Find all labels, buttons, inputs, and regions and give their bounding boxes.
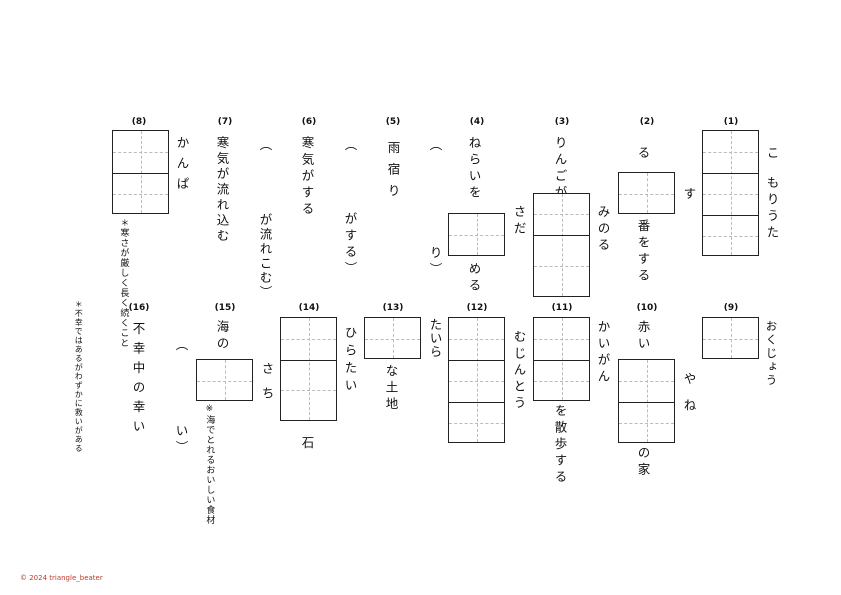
q2-suffix: 番をする: [635, 219, 651, 285]
q8-answer-box[interactable]: [112, 130, 169, 214]
q3-number: (3): [554, 117, 570, 127]
q9-answer-box[interactable]: [702, 317, 759, 359]
copyright-notice: © 2024 triangle_beater: [20, 574, 103, 582]
q14-suffix: 石: [299, 436, 315, 453]
q11-suffix: を散歩する: [552, 404, 568, 487]
q8-number: (8): [131, 117, 147, 127]
q6-paren-close: がする）: [342, 212, 358, 278]
q11-answer-box[interactable]: [533, 317, 590, 401]
q1-prefix: こ: [764, 146, 780, 163]
q14-reading: ひらたい: [342, 326, 358, 396]
q12-reading: むじんとう: [511, 330, 527, 413]
q15-number: (15): [214, 303, 236, 313]
q4-prefix: ねらいを: [466, 136, 482, 202]
q15-prefix: 海の: [214, 320, 230, 353]
q4-reading: さだ: [511, 205, 527, 238]
q1-number: (1): [723, 117, 739, 127]
q6-kanji: 寒気がする: [299, 136, 315, 219]
q9-prefix: おくじょう: [764, 320, 779, 388]
q2-reading: す: [681, 187, 697, 204]
q9-reading: やね: [681, 372, 697, 425]
q3-prefix: りんごが: [552, 136, 568, 202]
q7-kanji: 寒気が流れ込む: [214, 136, 230, 245]
q11-number: (11): [551, 303, 573, 313]
q14-answer-box[interactable]: [280, 317, 337, 421]
q9-number: (9): [723, 303, 739, 313]
q12-answer-box[interactable]: [448, 317, 505, 443]
q15-answer-box[interactable]: [196, 359, 253, 401]
q15-note: ※海でとれるおいしい食材: [204, 404, 215, 525]
q16-paren-open: （: [173, 338, 189, 355]
q4-answer-box[interactable]: [448, 213, 505, 256]
q10-prefix: 赤い: [635, 320, 651, 353]
q15-reading: さち: [259, 362, 275, 411]
q13-number: (13): [382, 303, 404, 313]
q14-number: (14): [298, 303, 320, 313]
q10-suffix: の家: [635, 446, 651, 479]
q4-number: (4): [469, 117, 485, 127]
q4-suffix: める: [466, 262, 482, 295]
q10-answer-box[interactable]: [618, 359, 675, 443]
q8-reading: かんぱ: [174, 136, 190, 198]
q16-number: (16): [128, 303, 150, 313]
q13-suffix: な土地: [383, 364, 399, 414]
q12-number: (12): [466, 303, 488, 313]
q2-answer-box[interactable]: [618, 172, 675, 214]
q16-paren-close: い）: [173, 424, 189, 457]
q2-prefix: る: [635, 146, 651, 163]
q16-side-note: ＊不幸ではあるがわずかに救いがある: [74, 300, 84, 453]
q13-answer-box[interactable]: [364, 317, 421, 359]
q7-paren-close: が流れこむ）: [257, 213, 273, 300]
q16-kanji: 不幸中の幸い: [130, 322, 146, 439]
q5-paren-close: り）: [427, 246, 443, 279]
q13-reading: たいら: [427, 318, 443, 359]
q6-number: (6): [301, 117, 317, 127]
q10-number: (10): [636, 303, 658, 313]
q6-paren-open: （: [342, 138, 358, 155]
q5-kanji: 雨宿り: [385, 141, 401, 206]
q11-reading: かいがん: [595, 320, 611, 386]
q7-number: (7): [217, 117, 233, 127]
q5-paren-open: （: [427, 138, 443, 155]
q1-answer-box[interactable]: [702, 130, 759, 256]
q1-reading: もりうた: [764, 176, 780, 242]
q5-number: (5): [385, 117, 401, 127]
q3-reading: みのる: [595, 205, 611, 255]
q2-number: (2): [639, 117, 655, 127]
q3-answer-box[interactable]: [533, 193, 590, 297]
q8-note: ＊寒さが厳しく長く続くこと: [118, 218, 129, 348]
q7-paren-open: （: [257, 138, 273, 155]
